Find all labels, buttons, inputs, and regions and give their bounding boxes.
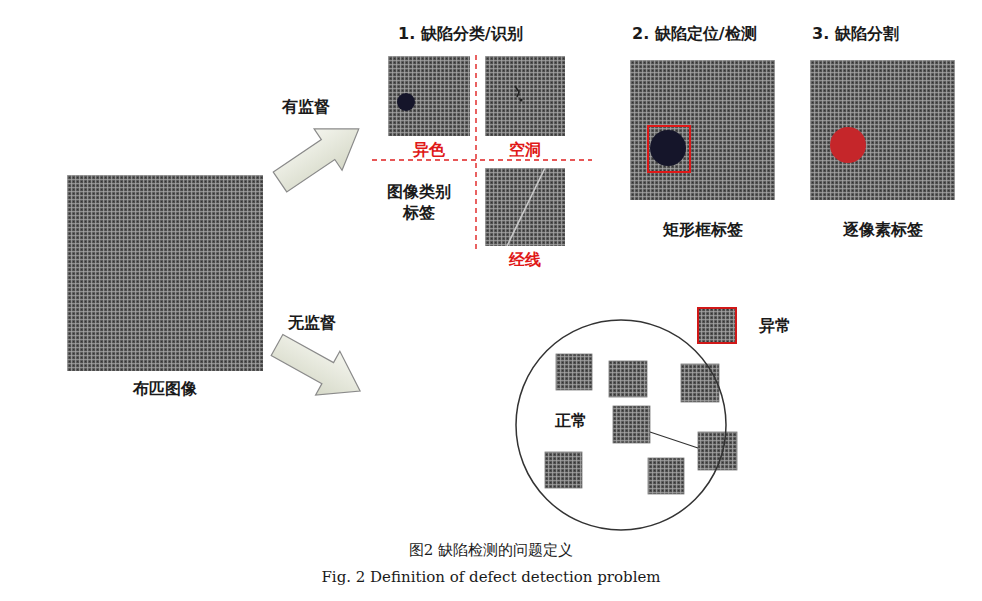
- node-label: 布匹图像: [133, 379, 197, 398]
- fabric-texture: [388, 56, 470, 136]
- section-title: 3. 缺陷分割: [812, 24, 899, 45]
- section-title: 1. 缺陷分类/识别: [398, 24, 523, 45]
- node-label: 正常: [555, 411, 587, 430]
- segmentation-patch: 逐像素标签: [810, 60, 955, 200]
- node-label: 空洞: [509, 140, 541, 159]
- similarity-line: [650, 432, 698, 448]
- defect-patch: 异色: [388, 56, 470, 136]
- node-label: 异常: [759, 316, 791, 335]
- normal-cluster: 正常: [515, 319, 727, 531]
- fabric-texture: [67, 175, 263, 371]
- defect-patch: 空洞: [485, 56, 565, 136]
- caption-en: Fig. 2 Definition of defect detection pr…: [0, 568, 982, 586]
- node-label: 异色: [413, 140, 445, 159]
- figure-caption: 图2 缺陷检测的问题定义: [0, 541, 982, 560]
- anomaly-patch: 异常: [697, 307, 737, 344]
- fabric-texture: [630, 60, 775, 200]
- fabric-texture: [485, 168, 565, 246]
- supervised-arrow: [266, 108, 373, 203]
- class-label-note: 图像类别 标签: [383, 182, 455, 224]
- node-label: 经线: [509, 250, 541, 269]
- branch-label: 无监督: [288, 313, 336, 334]
- node-label: 矩形框标签: [663, 220, 743, 239]
- fabric-texture: [697, 307, 737, 344]
- section-title: 2. 缺陷定位/检测: [632, 24, 757, 45]
- detection-patch: 矩形框标签: [630, 60, 775, 200]
- dashed-divider: [372, 159, 592, 160]
- fabric-texture: [810, 60, 955, 200]
- dashed-divider: [475, 55, 476, 252]
- unsupervised-arrow: [265, 323, 372, 413]
- cluster-outline: [515, 319, 727, 531]
- defect-patch: 经线: [485, 168, 565, 246]
- fabric-texture: [485, 56, 565, 136]
- branch-label: 有监督: [282, 97, 330, 118]
- normal-patches: [545, 354, 737, 494]
- node-label: 逐像素标签: [843, 220, 923, 239]
- fabric-image: 布匹图像: [67, 175, 263, 371]
